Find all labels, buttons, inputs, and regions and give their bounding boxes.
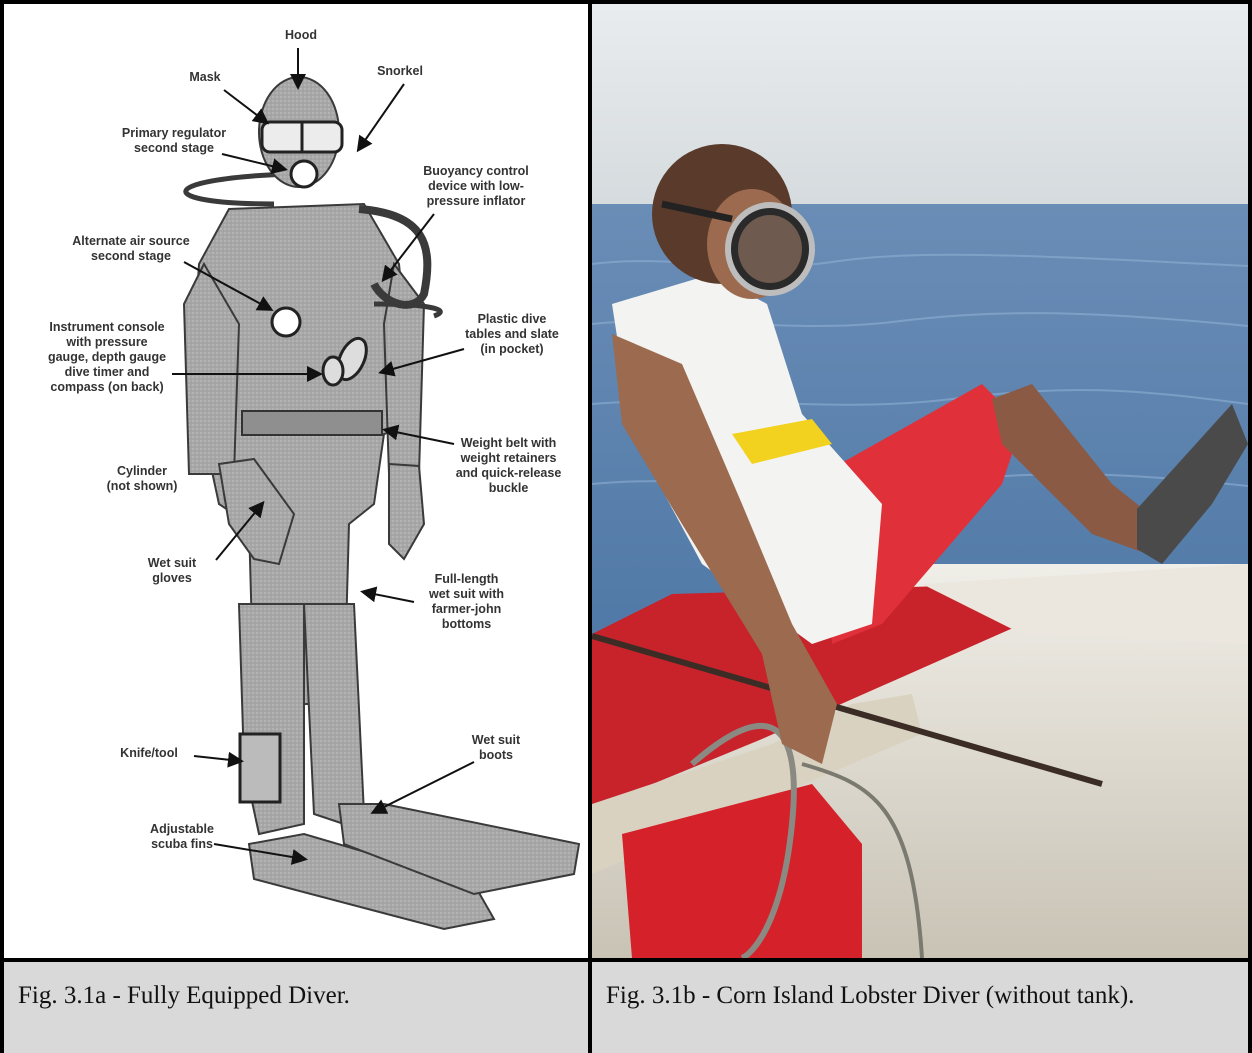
table-divider-vertical [588,0,592,1053]
label-fins: Adjustable scuba fins [132,822,232,852]
table-border-top [0,0,1252,4]
diver-illustration-cell: Hood Mask Snorkel Primary regulator seco… [4,4,588,958]
label-dive-tables: Plastic dive tables and slate (in pocket… [452,312,572,357]
label-hood: Hood [276,28,326,43]
label-wetsuit: Full-length wet suit with farmer-john bo… [409,572,524,632]
table-border-left [0,0,4,1053]
label-console: Instrument console with pressure gauge, … [32,320,182,395]
label-cylinder: Cylinder (not shown) [92,464,192,494]
lobster-diver-photo-cell [592,4,1248,958]
label-alternate-air: Alternate air source second stage [56,234,206,264]
caption-cell-left: Fig. 3.1a - Fully Equipped Diver. [4,962,588,1053]
table-divider-horizontal [0,958,1252,962]
label-mask: Mask [180,70,230,85]
label-weight-belt: Weight belt with weight retainers and qu… [441,436,576,496]
lobster-diver-photo [592,4,1248,958]
caption-fig-3-1b: Fig. 3.1b - Corn Island Lobster Diver (w… [606,982,1134,1010]
label-knife: Knife/tool [104,746,194,761]
label-boots: Wet suit boots [456,733,536,763]
label-snorkel: Snorkel [370,64,430,79]
caption-cell-right: Fig. 3.1b - Corn Island Lobster Diver (w… [592,962,1248,1053]
label-bcd: Buoyancy control device with low- pressu… [411,164,541,209]
caption-fig-3-1a: Fig. 3.1a - Fully Equipped Diver. [18,982,350,1010]
label-primary-regulator: Primary regulator second stage [99,126,249,156]
label-gloves: Wet suit gloves [132,556,212,586]
table-border-right [1248,0,1252,1053]
